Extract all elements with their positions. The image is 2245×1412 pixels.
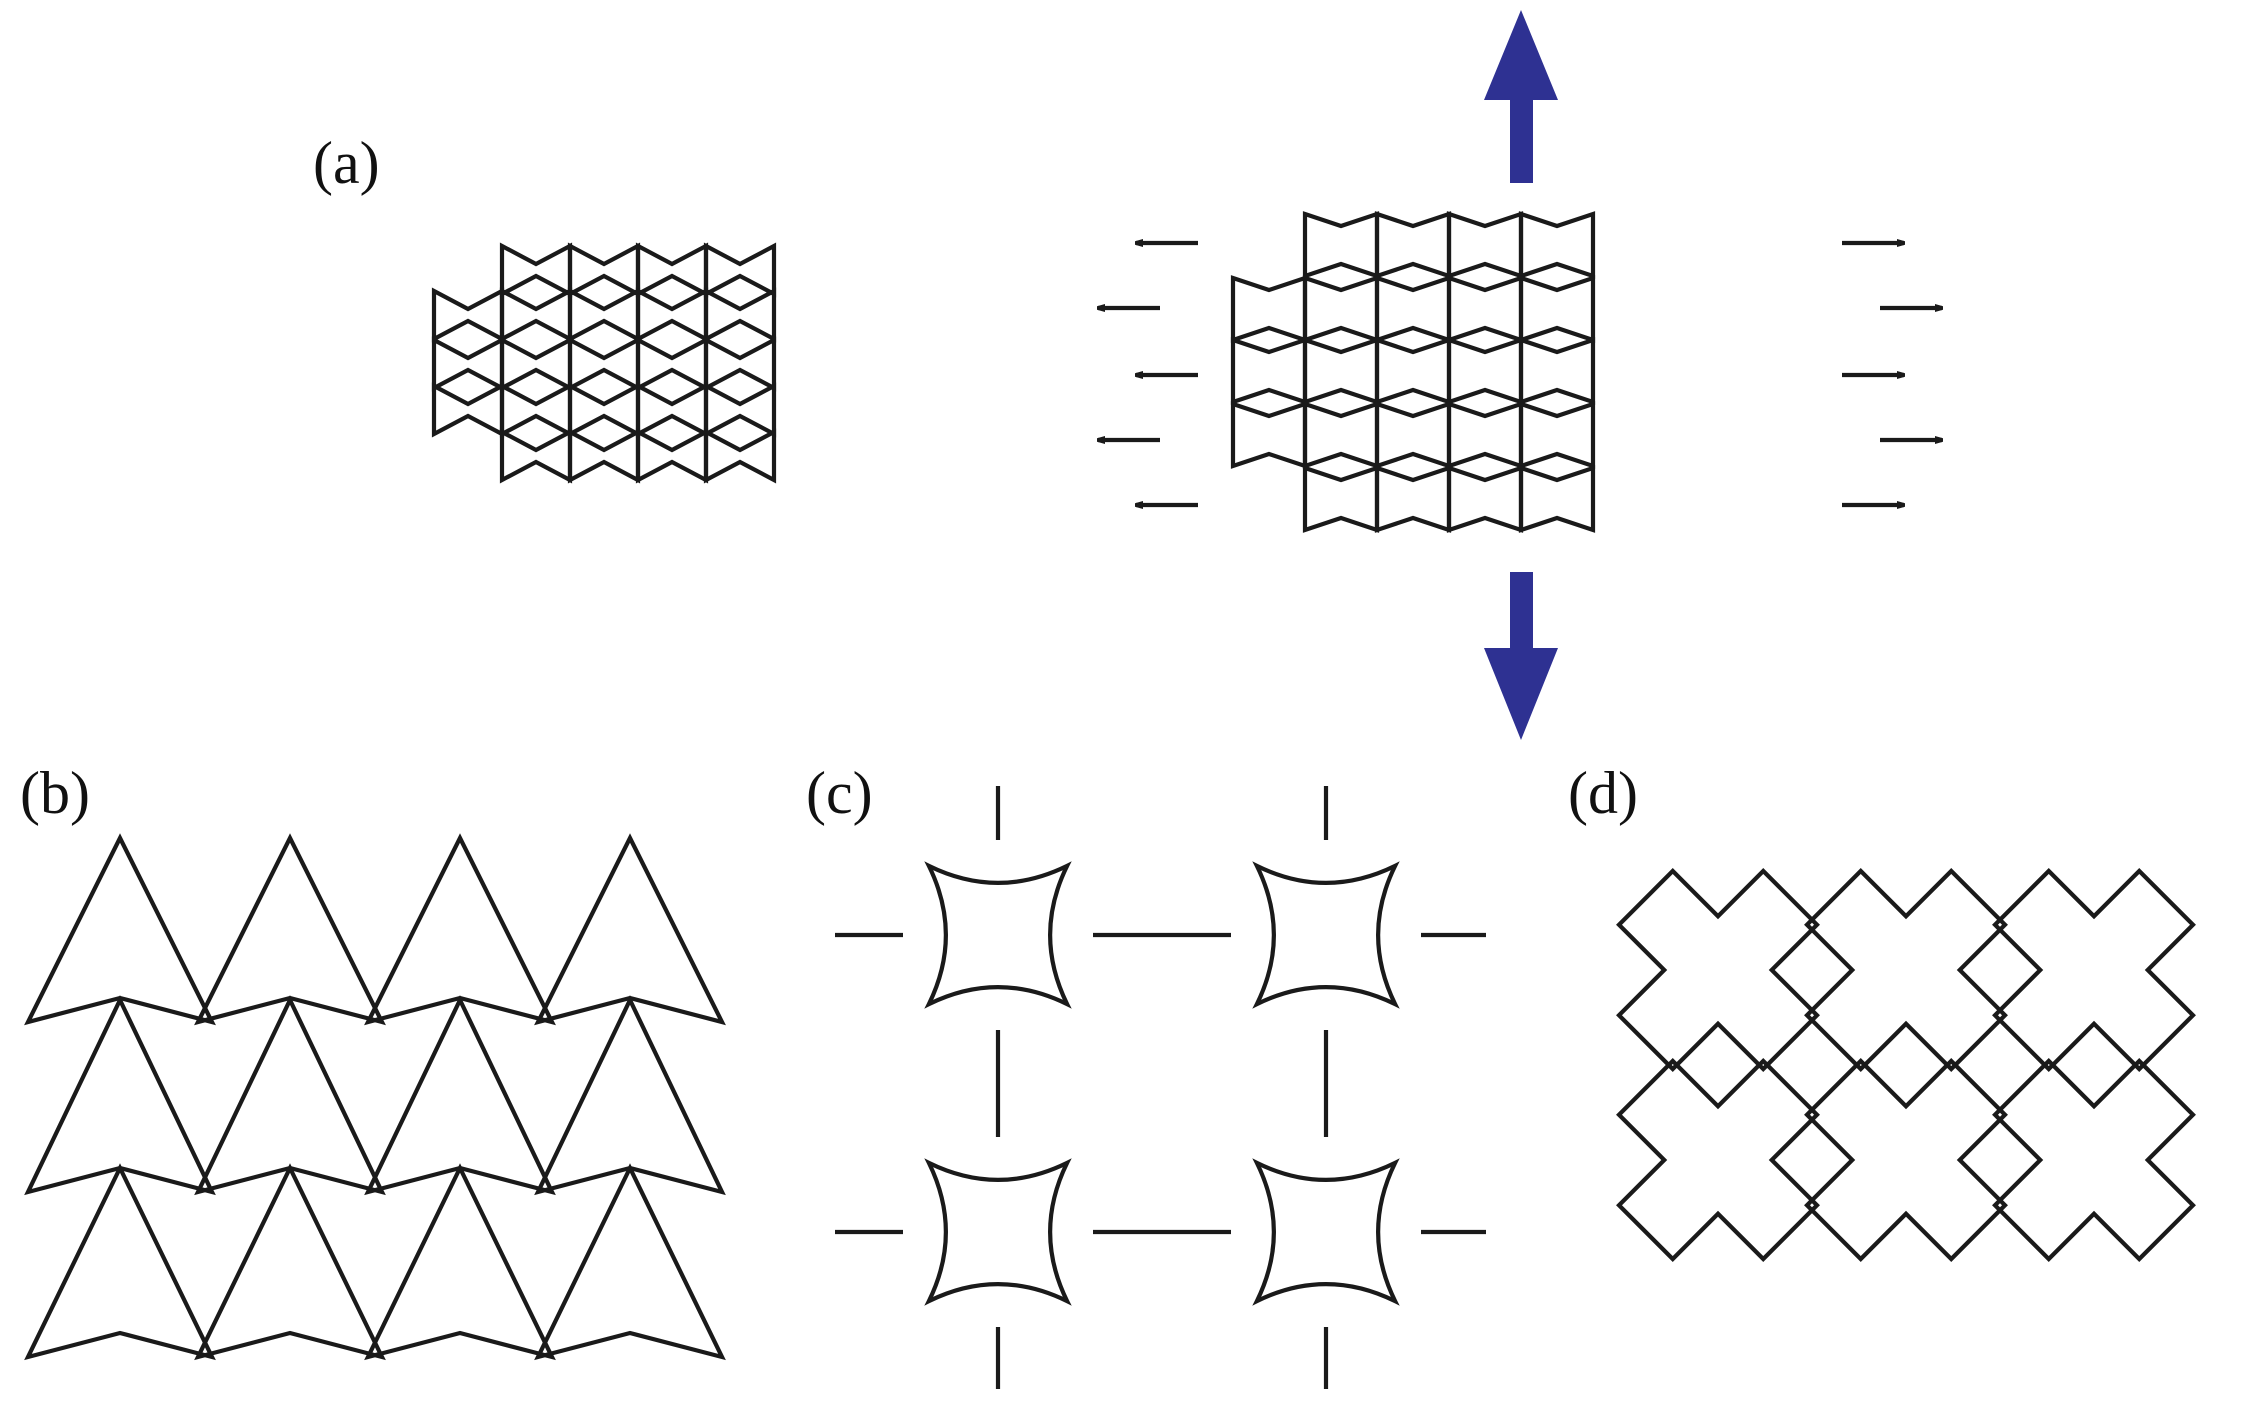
triangle-b-r2-c2	[364, 1163, 556, 1361]
cell-a2-r2-c2	[1374, 337, 1452, 405]
star-node-c-1	[1252, 861, 1400, 1009]
cell-a2-r0-c0	[1302, 211, 1380, 279]
cell-a2-r1-c4	[1518, 275, 1596, 343]
cell-a2-r1-c0	[1230, 275, 1308, 343]
cell-a2-r3-c4	[1518, 401, 1596, 469]
cell-a1-r4-c3	[703, 428, 777, 484]
cell-a1-r2-c3	[635, 336, 709, 392]
cell-a1-r1-c3	[635, 287, 709, 343]
star-node-c-0	[924, 861, 1072, 1009]
reentrant-honeycomb-unstretched	[431, 242, 777, 484]
cell-a2-r3-c3	[1446, 401, 1524, 469]
panel-label-b: (b)	[20, 760, 90, 826]
cell-a2-r1-c2	[1374, 275, 1452, 343]
panel-d-interlocking-crosses	[1616, 868, 2196, 1262]
cell-a1-r4-c0	[499, 428, 573, 484]
panel-b-chiral-triangles	[24, 833, 726, 1361]
cell-a1-r3-c2	[567, 382, 641, 438]
cell-a1-r3-c4	[703, 382, 777, 438]
triangle-b-r0-c0	[24, 833, 216, 1026]
cell-a2-r4-c0	[1302, 465, 1380, 533]
cell-a2-r4-c2	[1446, 465, 1524, 533]
star-node-c-2	[924, 1158, 1072, 1306]
cell-a2-r2-c0	[1230, 337, 1308, 405]
cell-a2-r1-c3	[1446, 275, 1524, 343]
cross-d-4	[1804, 1058, 2008, 1262]
triangle-b-r0-c1	[194, 833, 386, 1026]
panel-label-d: (d)	[1568, 760, 1638, 826]
triangle-b-r1-c3	[534, 995, 726, 1196]
cell-a1-r2-c4	[703, 336, 777, 392]
cell-a1-r3-c3	[635, 382, 709, 438]
cell-a2-r3-c2	[1374, 401, 1452, 469]
cell-a1-r2-c1	[499, 336, 573, 392]
cross-d-0	[1616, 868, 1820, 1072]
triangle-b-r2-c0	[24, 1163, 216, 1361]
cell-a2-r0-c1	[1374, 211, 1452, 279]
panel-c-star-lattice	[835, 786, 1486, 1389]
cell-a1-r0-c2	[635, 242, 709, 298]
triangle-b-r2-c1	[194, 1163, 386, 1361]
cell-a1-r3-c1	[499, 382, 573, 438]
star-node-c-3	[1252, 1158, 1400, 1306]
cell-a2-r1-c1	[1302, 275, 1380, 343]
cross-d-3	[1616, 1058, 1820, 1262]
cell-a1-r0-c3	[703, 242, 777, 298]
panel-label-a: (a)	[313, 130, 380, 196]
cell-a1-r1-c1	[499, 287, 573, 343]
cell-a1-r1-c2	[567, 287, 641, 343]
cell-a1-r2-c2	[567, 336, 641, 392]
lateral-expansion-arrows-left	[1098, 243, 1198, 505]
cell-a2-r2-c1	[1302, 337, 1380, 405]
cell-a2-r2-c3	[1446, 337, 1524, 405]
cross-d-2	[1992, 868, 2196, 1072]
cell-a2-r4-c3	[1518, 465, 1596, 533]
cell-a1-r4-c2	[635, 428, 709, 484]
triangle-b-r1-c2	[364, 995, 556, 1196]
stretch-arrow-down-icon	[1484, 572, 1558, 740]
cell-a1-r1-c0	[431, 287, 505, 343]
cell-a2-r4-c1	[1374, 465, 1452, 533]
cell-a2-r0-c2	[1446, 211, 1524, 279]
cell-a1-r0-c1	[567, 242, 641, 298]
cell-a1-r1-c4	[703, 287, 777, 343]
cell-a2-r0-c3	[1518, 211, 1596, 279]
triangle-b-r1-c0	[24, 995, 216, 1196]
cross-d-1	[1804, 868, 2008, 1072]
panel-a-reentrant-honeycomb	[431, 10, 1942, 740]
reentrant-honeycomb-stretched	[1230, 211, 1596, 533]
triangle-b-r0-c2	[364, 833, 556, 1026]
cell-a2-r2-c4	[1518, 337, 1596, 405]
triangle-b-r0-c3	[534, 833, 726, 1026]
triangle-b-r2-c3	[534, 1163, 726, 1361]
cell-a2-r3-c0	[1230, 401, 1308, 469]
cell-a1-r0-c0	[499, 242, 573, 298]
panel-label-c: (c)	[806, 760, 873, 826]
cell-a1-r4-c1	[567, 428, 641, 484]
cell-a2-r3-c1	[1302, 401, 1380, 469]
triangle-b-r1-c1	[194, 995, 386, 1196]
cross-d-5	[1992, 1058, 2196, 1262]
stretch-arrow-up-icon	[1484, 10, 1558, 183]
cell-a1-r2-c0	[431, 336, 505, 392]
cell-a1-r3-c0	[431, 382, 505, 438]
lateral-expansion-arrows-right	[1842, 243, 1942, 505]
